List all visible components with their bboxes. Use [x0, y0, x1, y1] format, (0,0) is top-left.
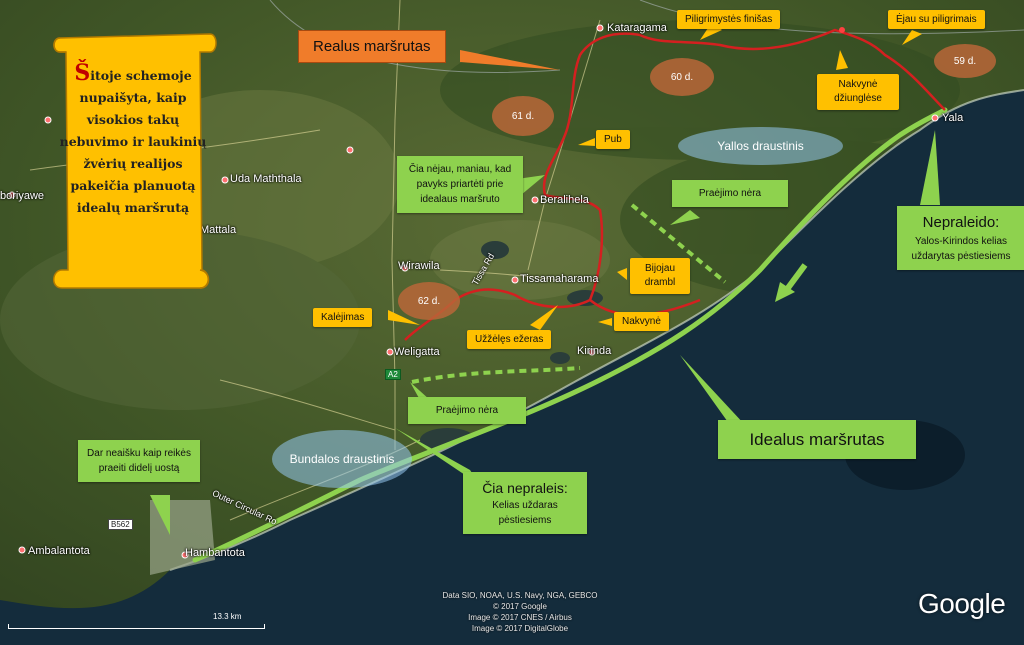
no-passage-dashed-2	[630, 203, 727, 284]
scale-label: 13.3 km	[213, 612, 242, 621]
credit-google: © 2017 Google	[493, 602, 547, 611]
place-label-ambalantota: Ambalantota	[28, 545, 90, 557]
callout-didnt-let-through-body: Yalos-Kirindos kelias uždarytas pėstiesi…	[911, 236, 1011, 262]
jungle-camp-marker	[839, 27, 845, 33]
callout-prison: Kalėjimas	[313, 308, 373, 327]
road-badge-a2: A2	[385, 369, 401, 380]
parchment-scroll	[53, 33, 217, 289]
real-route-line	[404, 28, 946, 341]
place-label-boriyawe: boriyawe	[0, 190, 45, 202]
callout-big-port: Dar neaišku kaip reikės praeiti didelį u…	[78, 440, 200, 482]
place-label-wirawila: Wirawila	[398, 260, 440, 272]
day-marker-62: 62 d.	[398, 282, 460, 320]
callout-ideal-route: Idealus maršrutas	[718, 420, 916, 459]
coastline	[169, 89, 1024, 571]
callout-overgrown-lake: Užžėlęs ežeras	[467, 330, 552, 349]
google-logo: Google	[918, 588, 1006, 619]
place-label-hambantota: Hambantota	[185, 547, 245, 559]
direction-arrow-head	[775, 282, 795, 302]
place-label-weligatta: Weligatta	[394, 346, 440, 358]
ideal-route-line	[192, 107, 948, 563]
credit-digitalglobe: Image © 2017 DigitalGlobe	[471, 624, 569, 633]
scale-line	[8, 624, 265, 629]
place-label-kirinda: Kirinda	[577, 345, 612, 357]
callout-wont-let-through: Čia nepraleis: Kelias uždaras pėstiesiem…	[463, 472, 587, 534]
reserve-yala: Yallos draustinis	[678, 127, 843, 165]
callout-no-passage-1: Praėjimo nėra	[672, 180, 788, 207]
callout-wont-let-through-title: Čia nepraleis:	[482, 480, 568, 496]
place-label-yala: Yala	[942, 112, 964, 124]
road-badge-b562: B562	[108, 519, 133, 530]
scroll-initial-letter: Š	[74, 60, 91, 86]
callout-pilgrimage-finish: Piligrimystės finišas	[677, 10, 781, 29]
callout-feared-elephants: Bijojau drambl	[630, 258, 690, 294]
place-label-uda-maththala: Uda Maththala	[230, 173, 302, 185]
place-label-tissamaharama: Tissamaharama	[520, 273, 599, 285]
callout-night: Nakvynė	[614, 312, 669, 331]
place-label-beralihela: Beralihela	[540, 194, 589, 206]
day-marker-60: 60 d.	[650, 58, 714, 96]
callout-no-passage-2: Praėjimo nėra	[408, 397, 526, 424]
callout-didnt-let-through: Nepraleido: Yalos-Kirindos kelias uždary…	[897, 206, 1024, 270]
no-passage-dashed-1	[411, 366, 581, 384]
reserve-bundala: Bundalos draustinis	[272, 430, 412, 488]
map-credits: Data SIO, NOAA, U.S. Navy, NGA, GEBCO © …	[430, 590, 610, 634]
callout-didnt-let-through-title: Nepraleido:	[922, 214, 1000, 231]
callout-walked-with-pilgrims: Ėjau su piligrimais	[888, 10, 985, 29]
place-label-kataragama: Kataragama	[607, 22, 667, 34]
callout-didnt-go-here: Čia nėjau, maniau, kad pavyks priartėti …	[397, 156, 523, 213]
scroll-text: Šitoje schemoje nupaišyta, kaip visokios…	[58, 62, 208, 219]
day-marker-59: 59 d.	[934, 44, 996, 78]
callout-pub: Pub	[596, 130, 630, 149]
credit-data: Data SIO, NOAA, U.S. Navy, NGA, GEBCO	[442, 591, 598, 600]
callout-real-route: Realus maršrutas	[298, 30, 446, 63]
ocean	[0, 90, 1024, 645]
scroll-body: itoje schemoje nupaišyta, kaip visokios …	[59, 68, 207, 215]
credit-cnes: Image © 2017 CNES / Airbus	[468, 613, 572, 622]
callout-jungle-night: Nakvynė džiunglėse	[817, 74, 899, 110]
place-label-mattala: Mattala	[200, 224, 237, 236]
callout-wont-let-through-body: Kelias uždaras pėstiesiems	[492, 500, 558, 526]
direction-arrow	[782, 263, 808, 294]
day-marker-61: 61 d.	[492, 96, 554, 136]
